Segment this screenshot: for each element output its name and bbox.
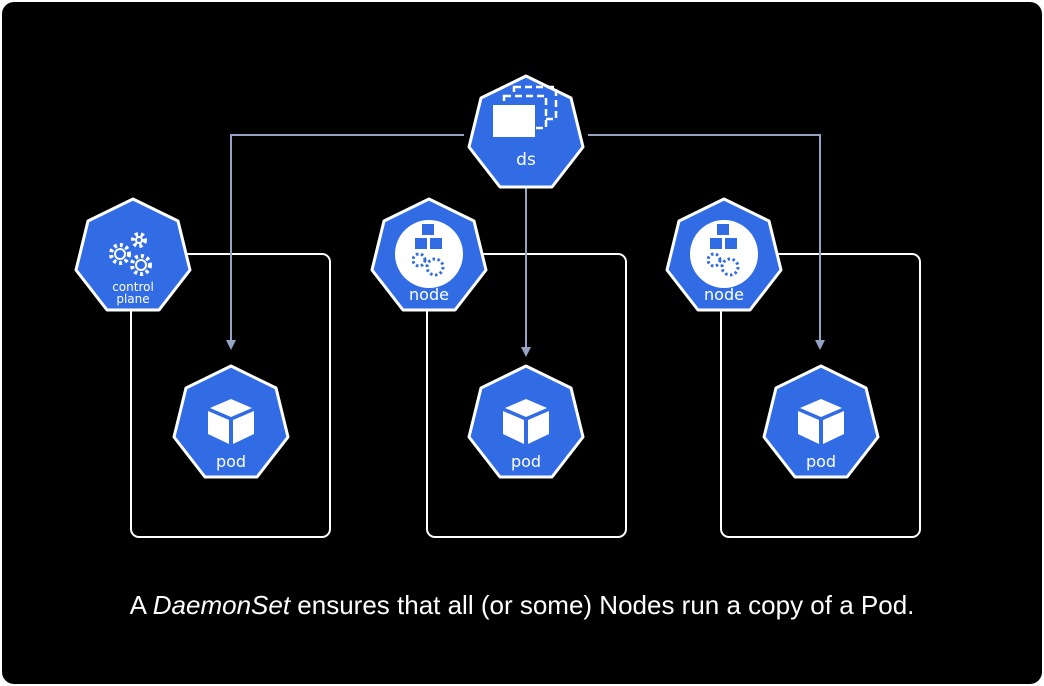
- caption-prefix: A: [129, 590, 153, 620]
- pod-icon-3: pod: [762, 364, 880, 479]
- arrow-to-pod-1: [226, 134, 464, 350]
- pod-icon-1: pod: [172, 364, 290, 479]
- diagram-caption: A DaemonSet ensures that all (or some) N…: [2, 590, 1042, 621]
- daemonset-icon: ds: [467, 74, 585, 189]
- arrow-to-pod-3: [588, 134, 825, 350]
- node-label-2: node: [704, 285, 744, 304]
- pod-label-3: pod: [806, 452, 836, 471]
- control-plane-label-line1: control: [112, 280, 154, 294]
- caption-suffix: ensures that all (or some) Nodes run a c…: [290, 590, 915, 620]
- pod-label-2: pod: [511, 452, 541, 471]
- control-plane-label-line2: plane: [116, 292, 149, 306]
- node-icon-1: node: [370, 197, 488, 312]
- pod-label-1: pod: [216, 452, 246, 471]
- daemonset-label: ds: [516, 150, 536, 170]
- control-plane-icon: control plane: [74, 197, 192, 312]
- pod-icon-2: pod: [467, 364, 585, 479]
- node-label-1: node: [409, 285, 449, 304]
- node-icon-2: node: [665, 197, 783, 312]
- caption-emphasis: DaemonSet: [152, 590, 291, 620]
